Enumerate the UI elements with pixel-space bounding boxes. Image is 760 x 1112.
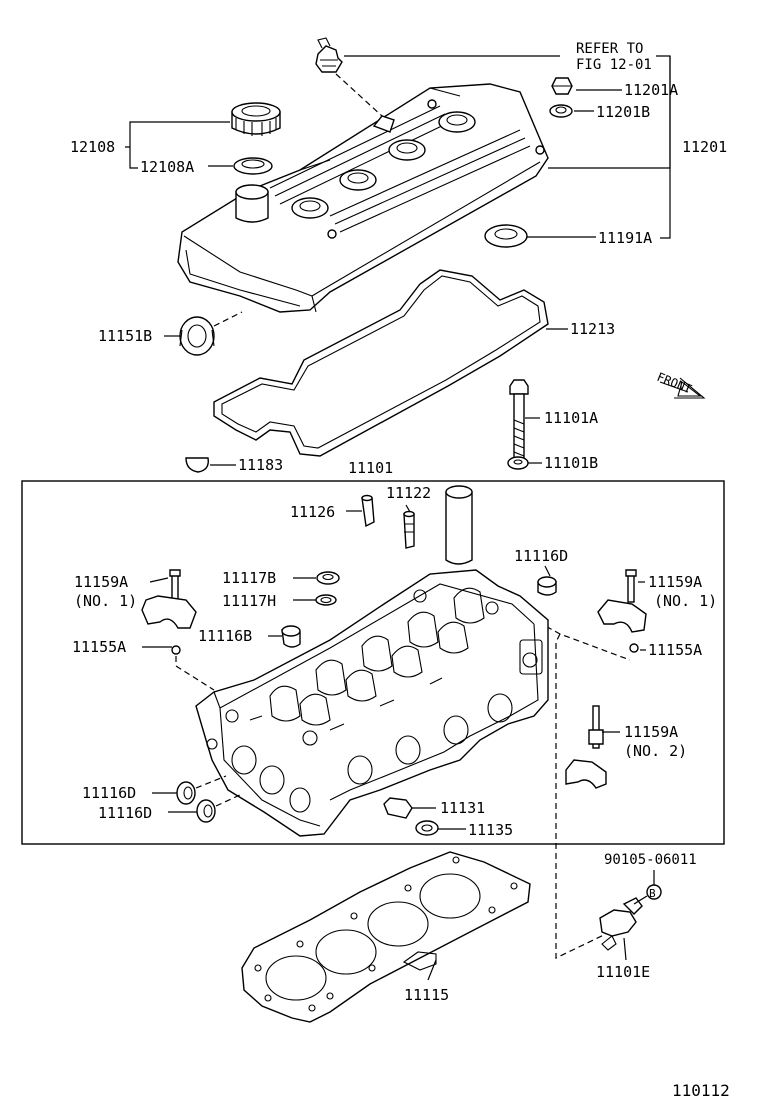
bearing-cap-no2: [565, 705, 607, 789]
seal-11131: [383, 797, 413, 819]
part-11101b: 11101B: [544, 454, 598, 472]
part-11201a: 11201A: [624, 81, 678, 99]
part-11135: 11135: [468, 821, 513, 839]
page-id: 110112: [672, 1081, 730, 1100]
part-11201: 11201: [682, 138, 727, 156]
head-cover-gasket: [213, 269, 549, 457]
cup-plug-top: [537, 576, 557, 596]
part-11159a-right: 11159A: [648, 573, 702, 591]
bearing-cap-right: [597, 569, 647, 653]
part-11116d-b: 11116D: [98, 804, 152, 822]
part-90105-06011: 90105-06011: [604, 852, 697, 868]
seal-11135: [415, 820, 439, 836]
part-11159a-left: 11159A: [74, 573, 128, 591]
part-11101e: 11101E: [596, 963, 650, 981]
part-11159a-no2: 11159A: [624, 723, 678, 741]
no1-right-label: (NO. 1): [654, 592, 717, 610]
seal-11117h: [315, 594, 337, 606]
part-12108a: 12108A: [140, 158, 194, 176]
cylinder-head-gasket: [241, 851, 531, 1023]
refer-to-label: REFER TO: [576, 41, 643, 57]
part-11101: 11101: [348, 459, 393, 477]
cylinder-head-cover: [177, 83, 549, 313]
callout-b: B: [649, 887, 656, 900]
part-11213: 11213: [570, 320, 615, 338]
refer-fig-label: FIG 12-01: [576, 57, 652, 73]
bearing-cap-left: [141, 569, 197, 655]
part-11116d-top: 11116D: [514, 547, 568, 565]
cup-plug-11116d-a: [176, 781, 196, 805]
spark-plug-tube: [445, 485, 473, 565]
front-arrow-icon: [659, 377, 706, 399]
part-11122: 11122: [386, 484, 431, 502]
valve-guide-bushing: [361, 494, 375, 528]
no2-label: (NO. 2): [624, 742, 687, 760]
cylinder-head: [195, 569, 549, 837]
filler-cap-gasket: [233, 157, 273, 175]
cylinder-head-subassembly-frame: [21, 480, 725, 845]
part-11116b: 11116B: [198, 627, 252, 645]
part-11201b: 11201B: [596, 103, 650, 121]
semicircular-plug: [185, 457, 209, 473]
cover-washer: [549, 104, 573, 118]
valve-guide-bushing-2: [403, 510, 415, 549]
part-11155a-left: 11155A: [72, 638, 126, 656]
part-11117h: 11117H: [222, 592, 276, 610]
seal-11117b: [316, 571, 340, 585]
part-11183: 11183: [238, 456, 283, 474]
part-11151b: 11151B: [98, 327, 152, 345]
part-11131: 11131: [440, 799, 485, 817]
camshaft-seal: [179, 316, 215, 356]
temperature-sensor: [599, 884, 662, 951]
part-11115: 11115: [404, 986, 449, 1004]
no1-left-label: (NO. 1): [74, 592, 137, 610]
cup-plug-11116d-b: [196, 799, 216, 823]
pcv-valve: [315, 37, 343, 73]
head-bolt: [509, 379, 529, 459]
front-label: FRONT: [655, 370, 694, 397]
cover-grommet: [551, 77, 573, 95]
part-12108: 12108: [70, 138, 115, 156]
part-11155a-right: 11155A: [648, 641, 702, 659]
oil-filler-cap: [231, 102, 281, 136]
cup-plug-11116b: [281, 625, 301, 648]
part-11101a: 11101A: [544, 409, 598, 427]
part-11191a: 11191A: [598, 229, 652, 247]
part-11126: 11126: [290, 503, 335, 521]
part-11117b: 11117B: [222, 569, 276, 587]
plug-tube-gasket: [484, 224, 528, 248]
part-11116d-a: 11116D: [82, 784, 136, 802]
head-bolt-washer: [507, 456, 529, 470]
